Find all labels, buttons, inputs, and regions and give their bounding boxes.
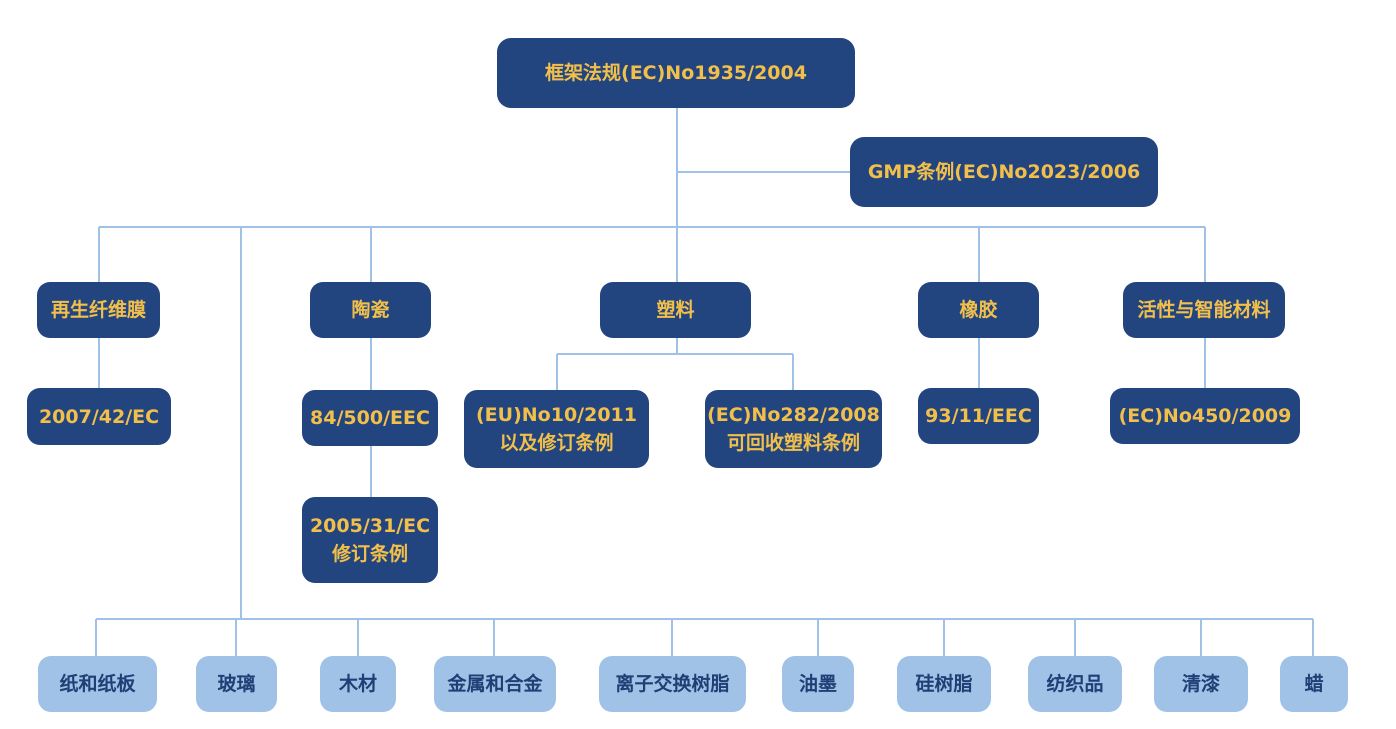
category-label: 再生纤维膜 (50, 299, 146, 321)
regulation-line: 2007/42/EC (38, 405, 160, 428)
material-silicone: 硅树脂 (897, 656, 991, 712)
regulation-box-plastics-2: (EC)No282/2008 可回收塑料条例 (705, 390, 882, 468)
material-metals-alloys: 金属和合金 (434, 656, 556, 712)
regulation-box-rubber: 93/11/EEC (918, 388, 1039, 444)
regulation-line: 修订条例 (331, 543, 408, 565)
material-label: 清漆 (1181, 673, 1220, 695)
regulation-box-ceramics-2: 2005/31/EC 修订条例 (302, 497, 438, 583)
material-label: 纺织品 (1046, 673, 1104, 695)
regulation-line: (EU)No10/2011 (476, 404, 637, 426)
root-regulation-box: 框架法规(EC)No1935/2004 (497, 38, 855, 108)
regulation-line: 以及修订条例 (499, 432, 614, 454)
category-regenerated-cellulose: 再生纤维膜 (37, 282, 160, 338)
gmp-regulation-box: GMP条例(EC)No2023/2006 (850, 137, 1158, 207)
regulation-line: 93/11/EEC (925, 405, 1032, 427)
gmp-regulation-label: GMP条例(EC)No2023/2006 (867, 161, 1141, 183)
material-label: 蜡 (1304, 673, 1324, 695)
regulation-line: 84/500/EEC (310, 407, 430, 429)
regulation-line: (EC)No282/2008 (707, 404, 880, 426)
material-label: 油墨 (798, 673, 837, 695)
category-label: 塑料 (656, 299, 695, 321)
regulation-box-cellulose: 2007/42/EC (27, 388, 171, 445)
material-paper-board: 纸和纸板 (38, 656, 157, 712)
category-plastics: 塑料 (600, 282, 751, 338)
material-textiles: 纺织品 (1028, 656, 1122, 712)
category-label: 活性与智能材料 (1137, 299, 1271, 321)
material-varnish: 清漆 (1154, 656, 1248, 712)
material-label: 金属和合金 (447, 673, 543, 695)
category-ceramics: 陶瓷 (310, 282, 431, 338)
material-label: 玻璃 (217, 673, 256, 695)
category-label: 陶瓷 (351, 299, 390, 321)
regulation-line: 可回收塑料条例 (726, 432, 860, 454)
category-label: 橡胶 (959, 299, 998, 321)
material-glass: 玻璃 (196, 656, 277, 712)
material-ink: 油墨 (782, 656, 854, 712)
material-label: 硅树脂 (915, 673, 973, 695)
category-rubber: 橡胶 (918, 282, 1039, 338)
material-ion-exchange-resin: 离子交换树脂 (599, 656, 746, 712)
category-active-intelligent: 活性与智能材料 (1123, 282, 1285, 338)
material-label: 纸和纸板 (59, 673, 136, 695)
material-wood: 木材 (320, 656, 396, 712)
material-label: 离子交换树脂 (615, 673, 730, 695)
regulation-line: (EC)No450/2009 (1118, 405, 1292, 427)
regulation-box-plastics-1: (EU)No10/2011 以及修订条例 (464, 390, 649, 468)
root-regulation-label: 框架法规(EC)No1935/2004 (545, 62, 807, 84)
regulation-box-ceramics-1: 84/500/EEC (302, 390, 438, 446)
regulation-line: 2005/31/EC (309, 515, 431, 537)
material-label: 木材 (338, 673, 377, 695)
material-wax: 蜡 (1280, 656, 1348, 712)
regulation-box-active-intelligent: (EC)No450/2009 (1110, 388, 1300, 444)
